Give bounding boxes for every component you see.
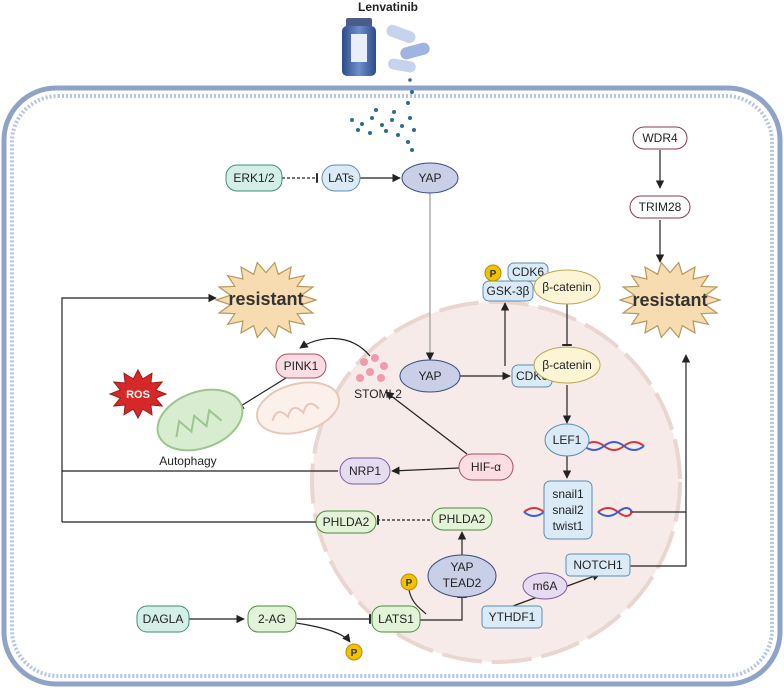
svg-text:LATs: LATs — [328, 171, 354, 185]
svg-text:PHLDA2: PHLDA2 — [439, 512, 486, 526]
ros-label: ROS — [126, 389, 150, 401]
mitochondrion-outline-icon — [255, 381, 341, 435]
resistant-starburst-left — [214, 261, 318, 339]
resistant-left-label: resistant — [228, 289, 303, 309]
node-m6a: m6A — [522, 572, 568, 600]
node-trim28: TRIM28 — [629, 195, 691, 219]
svg-text:ERK1/2: ERK1/2 — [233, 171, 275, 185]
stoml2-particles-icon — [356, 354, 388, 382]
svg-text:GSK-3β: GSK-3β — [487, 284, 530, 298]
svg-text:CDK6: CDK6 — [512, 265, 544, 279]
cell-membrane-outer — [1, 85, 783, 687]
node-dagla: DAGLA — [136, 605, 190, 633]
node-nrp1: NRP1 — [339, 457, 391, 485]
stoml2-label: STOML2 — [354, 387, 402, 401]
edge-stoml2-pink1 — [299, 337, 371, 357]
svg-text:PHLDA2: PHLDA2 — [323, 515, 370, 529]
node-lef1: LEF1 — [544, 423, 590, 457]
phospho-badge-lats1: P — [400, 573, 418, 591]
svg-text:YTHDF1: YTHDF1 — [489, 610, 536, 624]
ros-starburst — [108, 368, 168, 420]
svg-text:NOTCH1: NOTCH1 — [573, 558, 623, 572]
lenvatinib-label: Lenvatinib — [358, 0, 418, 14]
node-lats: LATs — [321, 164, 361, 192]
svg-text:twist1: twist1 — [553, 519, 584, 533]
drug-particles-icon — [350, 78, 416, 152]
node-pink1: PINK1 — [275, 353, 327, 379]
edge-2ag-p — [295, 622, 351, 643]
mitochondrion-icon — [156, 388, 244, 452]
node-notch1: NOTCH1 — [565, 553, 631, 577]
svg-text:TRIM28: TRIM28 — [639, 200, 682, 214]
svg-text:P: P — [406, 578, 413, 589]
edge-notch1-resistant — [630, 512, 687, 567]
node-snail-twist: snail1 snail2 twist1 — [543, 480, 593, 540]
svg-text:YAP: YAP — [450, 560, 473, 574]
node-phlda2-inner: PHLDA2 — [431, 507, 493, 531]
svg-text:LEF1: LEF1 — [553, 433, 582, 447]
resistant-starburst-right — [618, 261, 722, 339]
pill-icon — [386, 24, 430, 73]
svg-text:TEAD2: TEAD2 — [443, 576, 482, 590]
phospho-badge-2ag: P — [345, 643, 363, 661]
svg-text:P: P — [351, 648, 358, 659]
svg-text:m6A: m6A — [533, 579, 558, 593]
node-yap-nucleus: YAP — [399, 359, 461, 393]
autophagy-label: Autophagy — [159, 454, 216, 468]
edge-lats1-yaptead-inhibit — [420, 596, 467, 621]
edge-hif-stoml2 — [385, 391, 468, 455]
edges — [61, 150, 691, 643]
edge-p-lats1 — [408, 589, 427, 615]
node-cdk6-complex: CDK6 — [507, 262, 549, 282]
edge-feedback-resistant — [61, 293, 217, 522]
svg-text:YAP: YAP — [418, 369, 441, 383]
svg-text:PINK1: PINK1 — [284, 359, 319, 373]
svg-text:β-catenin: β-catenin — [542, 280, 592, 294]
node-yap-tead2: YAP TEAD2 — [427, 554, 497, 598]
edge-hif-nrp1 — [391, 466, 460, 475]
node-phlda2-outer: PHLDA2 — [315, 510, 377, 534]
node-2ag: 2-AG — [247, 605, 297, 633]
edge-pink1-mito — [235, 377, 287, 410]
node-bcatenin-cytoplasm: β-catenin — [533, 269, 601, 305]
svg-text:snail2: snail2 — [552, 503, 584, 517]
dna-helix-icon — [523, 507, 633, 517]
svg-text:HIF-α: HIF-α — [471, 460, 501, 474]
node-wdr4: WDR4 — [632, 126, 688, 150]
svg-text:YAP: YAP — [418, 171, 441, 185]
node-gsk3b: GSK-3β — [482, 280, 534, 302]
svg-text:DAGLA: DAGLA — [143, 612, 184, 626]
svg-text:snail1: snail1 — [552, 487, 584, 501]
node-bcatenin-nucleus: β-catenin — [533, 346, 601, 384]
node-ythdf1: YTHDF1 — [481, 605, 543, 629]
lenvatinib-bottle-icon — [342, 18, 376, 76]
svg-text:P: P — [490, 269, 497, 280]
node-yap-cytoplasm: YAP — [401, 162, 459, 194]
svg-text:2-AG: 2-AG — [258, 612, 286, 626]
dna-helix-icon — [583, 441, 645, 451]
node-hif: HIF-α — [458, 453, 514, 481]
svg-text:NRP1: NRP1 — [349, 464, 381, 478]
resistant-right-label: resistant — [632, 290, 707, 310]
node-erk: ERK1/2 — [225, 164, 283, 192]
svg-text:LATS1: LATS1 — [378, 612, 414, 626]
phospho-badge-gsk: P — [484, 264, 502, 282]
svg-text:WDR4: WDR4 — [642, 131, 678, 145]
node-lats1: LATS1 — [371, 605, 421, 633]
svg-text:β-catenin: β-catenin — [542, 358, 592, 372]
